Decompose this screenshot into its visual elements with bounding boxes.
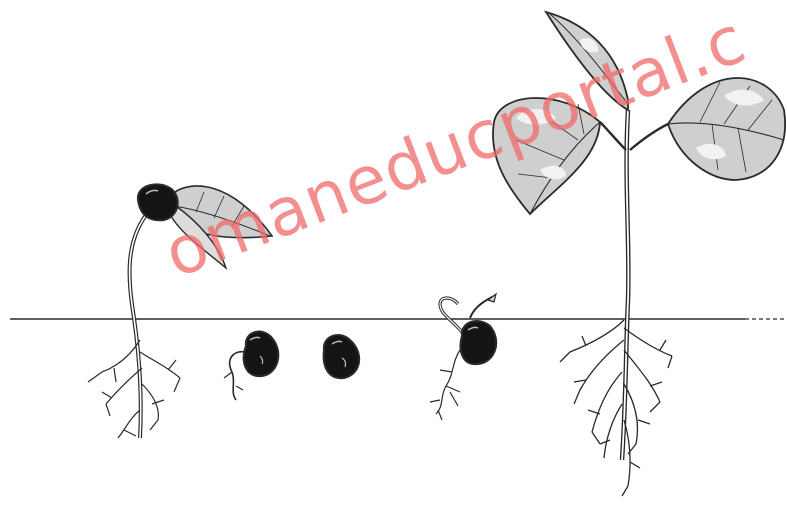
roots [560,320,672,496]
seed-with-radicle [224,332,278,400]
hook-emerging [430,294,496,420]
seed [244,332,279,377]
seed [324,335,360,378]
watermark: omaneducportal.c [154,1,756,293]
roots [88,340,180,438]
seed [461,321,497,364]
roots [430,350,460,420]
hypocotyl-hook [440,298,462,332]
